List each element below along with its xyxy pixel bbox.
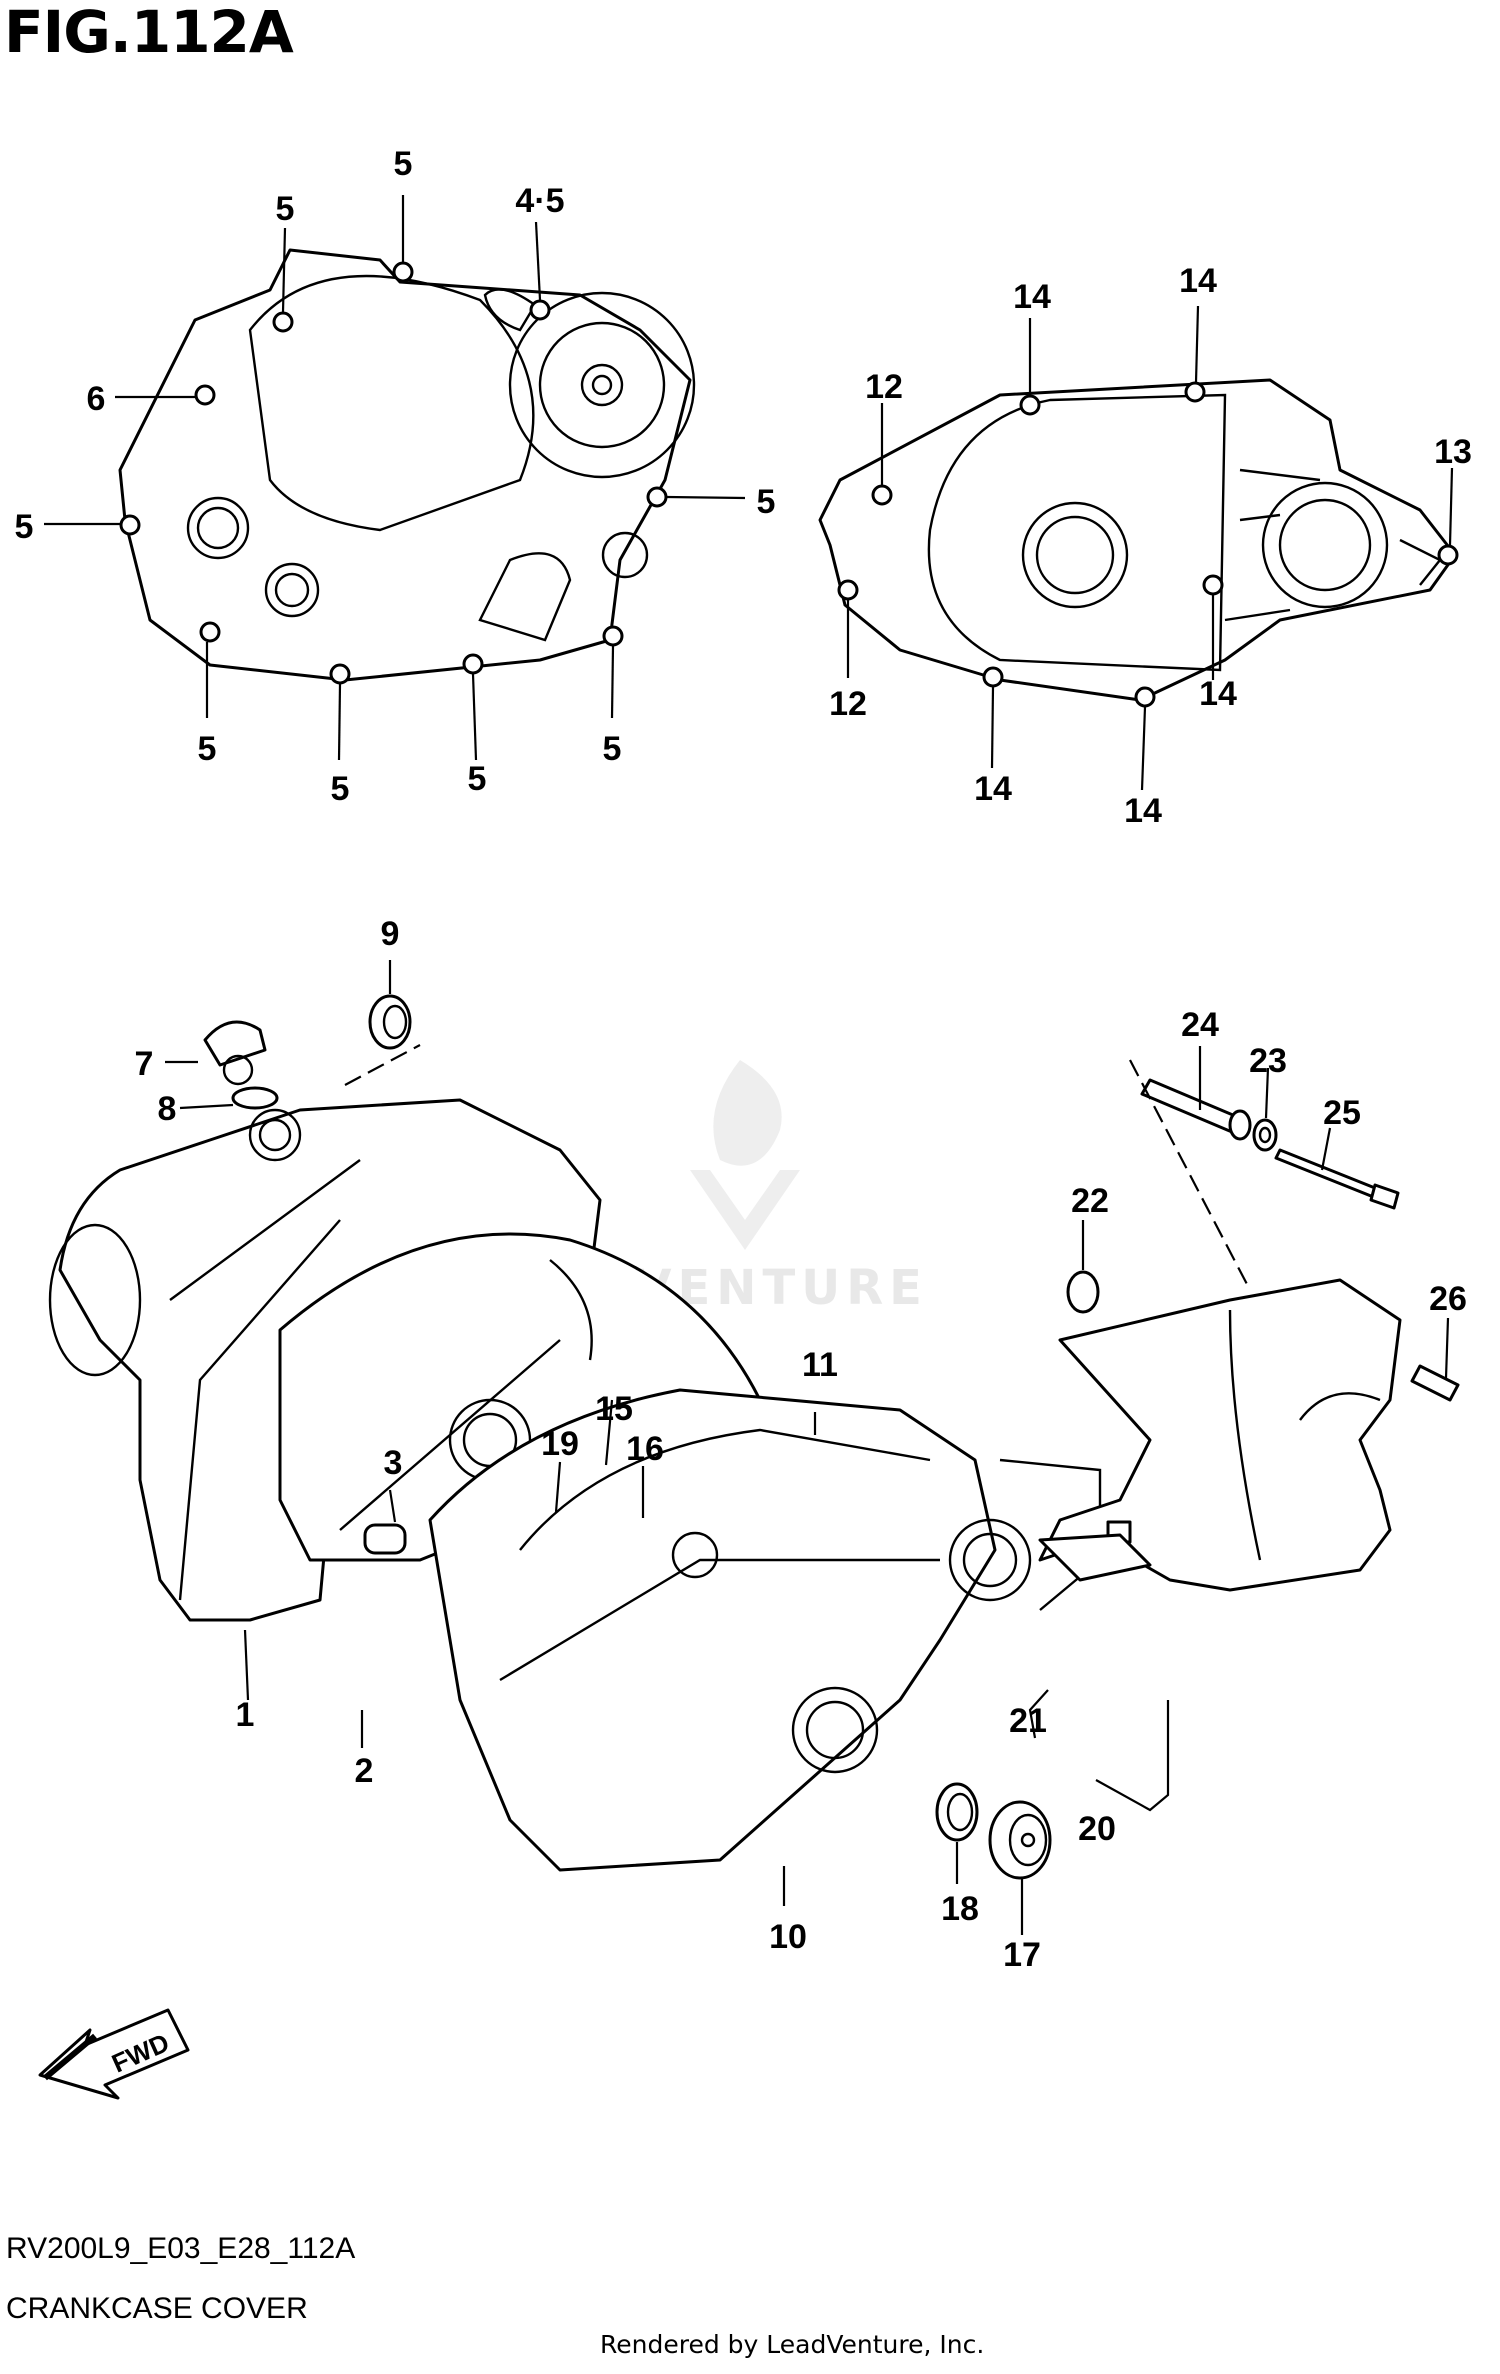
callout-a10: 5 (757, 483, 776, 521)
leadventure-flame-logo (690, 1060, 800, 1250)
callout-a6: 5 (198, 730, 217, 768)
callout-labels: 5 5 4·5 6 5 5 5 5 5 5 12 14 14 13 12 14 … (15, 145, 1472, 1974)
callout-a1: 5 (394, 145, 413, 183)
callout-b3: 14 (1179, 262, 1217, 300)
callout-c8: 8 (158, 1090, 177, 1128)
washer-23 (1252, 1118, 1278, 1152)
callout-a9: 5 (603, 730, 622, 768)
callout-c19: 19 (541, 1425, 579, 1463)
callout-c22: 22 (1071, 1182, 1109, 1220)
callout-b5: 12 (829, 685, 867, 723)
callout-c24: 24 (1181, 1006, 1219, 1044)
callout-c9: 9 (381, 915, 400, 953)
callout-b1: 12 (865, 368, 903, 406)
callout-c21: 21 (1009, 1702, 1047, 1740)
callout-c10: 10 (769, 1918, 807, 1956)
diagram-name: CRANKCASE COVER (6, 2292, 308, 2325)
callout-b7: 14 (974, 770, 1012, 808)
callout-c15: 15 (595, 1390, 633, 1428)
callout-c16: 16 (626, 1430, 664, 1468)
callout-c2: 2 (355, 1752, 374, 1790)
callout-a2: 5 (276, 190, 295, 228)
callout-c26: 26 (1429, 1280, 1467, 1318)
callout-c17: 17 (1003, 1936, 1041, 1974)
bolt-25 (1274, 1148, 1400, 1210)
diagram-code: RV200L9_E03_E28_112A (6, 2232, 356, 2265)
dowel-26 (1410, 1364, 1460, 1402)
callout-a4: 6 (87, 380, 106, 418)
figure-title: FIG.112A (4, 0, 294, 66)
plug-17 (988, 1800, 1052, 1880)
leader-lines (44, 195, 1454, 1935)
render-credit: Rendered by LeadVenture, Inc. (600, 2330, 985, 2359)
callout-c18: 18 (941, 1890, 979, 1928)
callout-a8: 5 (468, 760, 487, 798)
callout-b4: 13 (1434, 433, 1472, 471)
callout-c7: 7 (135, 1045, 154, 1083)
cover-guard-20 (1038, 1278, 1402, 1592)
callout-c1: 1 (236, 1696, 255, 1734)
callout-c23: 23 (1249, 1042, 1287, 1080)
callout-a3: 4·5 (515, 182, 564, 220)
bolt-24 (1140, 1078, 1252, 1141)
callout-a7: 5 (331, 770, 350, 808)
callout-c25: 25 (1323, 1094, 1361, 1132)
callout-c3: 3 (384, 1444, 403, 1482)
callout-b8: 14 (1124, 792, 1162, 830)
oil-ring-8 (231, 1086, 279, 1110)
o-ring-18 (935, 1782, 979, 1842)
callout-c20: 20 (1078, 1810, 1116, 1848)
oil-seal-9 (368, 994, 412, 1050)
callout-b6: 14 (1199, 675, 1237, 713)
crankcase-cover-10 (428, 1388, 1102, 1872)
generator-cover-gasket (818, 378, 1459, 708)
callout-c11: 11 (802, 1346, 838, 1384)
callout-b2: 14 (1013, 278, 1051, 316)
clutch-cover-gasket (118, 248, 696, 685)
callout-a5: 5 (15, 508, 34, 546)
fwd-arrow-icon: FWD (38, 2008, 190, 2100)
grommet-22 (1066, 1270, 1100, 1314)
